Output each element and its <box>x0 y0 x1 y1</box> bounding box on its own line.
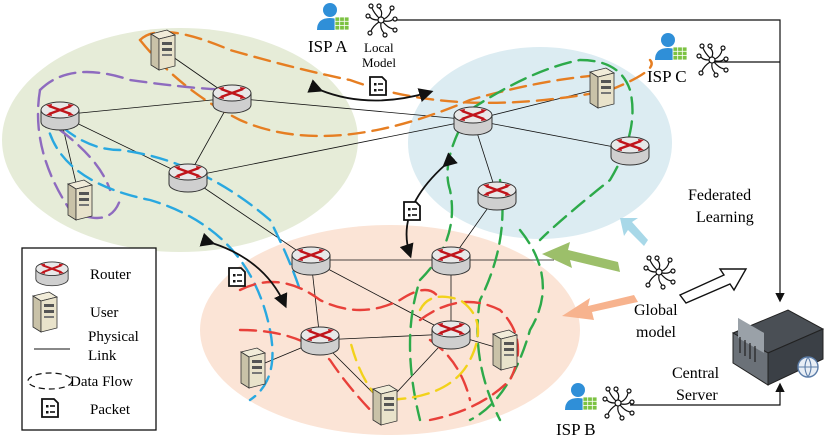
user-server-icon <box>150 29 176 71</box>
legend-packet-label: Packet <box>90 402 131 418</box>
isp-b-label: ISP B <box>556 420 596 439</box>
user-server-icon <box>240 347 266 389</box>
user-server-icon <box>589 67 615 109</box>
router-icon <box>39 100 81 132</box>
legend-link-label-1: Physical <box>88 329 139 345</box>
router-icon <box>430 319 472 351</box>
central-server-line-1: Central <box>672 365 720 382</box>
legend-router-label: Router <box>90 267 131 283</box>
global-arrows <box>542 218 748 320</box>
legend-flow-ellipse <box>27 372 73 390</box>
packet-icon <box>41 398 59 418</box>
isp-user-icon <box>564 382 598 411</box>
isp-user-icon <box>316 2 350 31</box>
router-icon <box>430 245 472 277</box>
legend-link-label-2: Link <box>88 348 117 364</box>
router-icon <box>476 180 518 212</box>
router-icon <box>609 135 651 167</box>
router-icon <box>34 260 70 287</box>
isp-user-icon <box>654 32 688 61</box>
legend-user-label: User <box>90 305 118 321</box>
legend-flow-label: Data Flow <box>70 374 133 390</box>
user-server-icon <box>492 329 518 371</box>
isp-c-label: ISP C <box>647 67 687 86</box>
router-icon <box>290 245 332 277</box>
isp-a-label: ISP A <box>308 37 348 56</box>
local-model-line-1: Local <box>364 40 394 55</box>
router-icon <box>211 83 253 115</box>
legend: Router User Physical Link Data Flow Pack… <box>21 247 157 431</box>
neural-model-icon <box>602 386 635 421</box>
global-model-line-2: model <box>636 324 677 341</box>
packet-icon <box>369 76 387 96</box>
packet-icon <box>228 267 246 287</box>
user-server-icon <box>32 291 58 333</box>
federated-lines <box>395 19 785 406</box>
router-icon <box>299 325 341 357</box>
router-icon <box>167 162 209 194</box>
user-server-icon <box>67 179 93 221</box>
neural-model-icon <box>365 3 398 38</box>
router-icon <box>452 105 494 137</box>
packet-icon <box>403 201 421 221</box>
federated-line-1: Federated <box>688 187 751 204</box>
global-model-line-1: Global <box>634 302 678 319</box>
neural-model-icon <box>696 43 729 78</box>
federated-line-2: Learning <box>696 209 754 226</box>
central-server-line-2: Server <box>676 387 718 404</box>
user-server-icon <box>372 384 398 426</box>
neural-model-icon <box>643 255 676 290</box>
central-server-icon <box>731 309 824 386</box>
local-model-line-2: Model <box>362 55 396 70</box>
